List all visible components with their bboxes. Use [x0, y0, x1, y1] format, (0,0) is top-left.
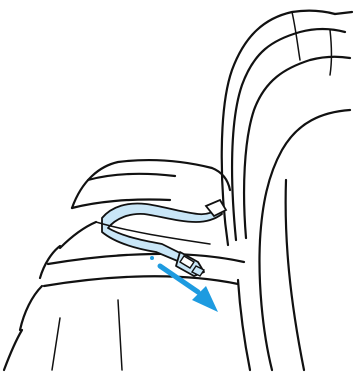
seat-side-panel — [238, 180, 304, 370]
seat-back — [222, 11, 352, 245]
seat-cushion — [4, 160, 244, 370]
seat-belt-strap — [102, 200, 226, 262]
